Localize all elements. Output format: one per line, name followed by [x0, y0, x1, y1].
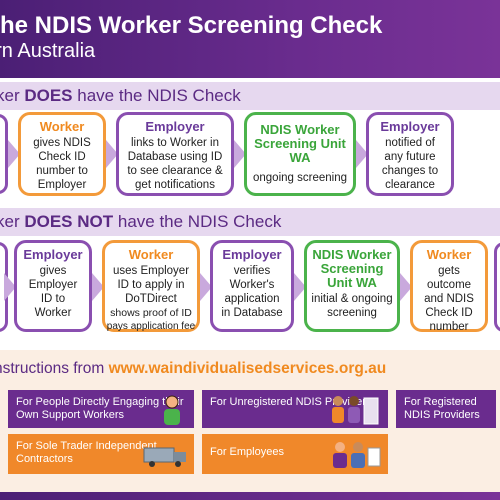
step-employer-gives-id: Employer gives Employer ID to Worker	[14, 240, 92, 332]
people-group-icon	[332, 396, 379, 425]
tile-people-directly-engaging[interactable]: For People Directly Engaging their Own S…	[8, 390, 194, 428]
step-employer-verifies: Employer verifies Worker's application i…	[210, 240, 294, 332]
flow-arrow	[8, 140, 20, 168]
tile-unregistered-providers[interactable]: For Unregistered NDIS Providers	[202, 390, 388, 428]
page-title: the NDIS Worker Screening Check	[0, 12, 383, 39]
flow-arrow	[200, 273, 212, 301]
person-icon	[164, 395, 180, 425]
instructions-url[interactable]: www.waindividualisedservices.org.au	[108, 360, 387, 377]
flow-arrow	[4, 273, 16, 301]
flow-arrow	[294, 273, 306, 301]
flow-arrow	[92, 273, 104, 301]
step-employer-notified: Employer notified of any future changes …	[366, 112, 454, 196]
flow-arrow	[400, 273, 412, 301]
flow-arrow	[106, 140, 118, 168]
flow-arrow	[356, 140, 368, 168]
van-icon	[143, 447, 186, 467]
header: the NDIS Worker Screening Check ern Aust…	[0, 0, 500, 78]
step-worker-gets-outcome: Worker gets outcome and NDIS Check ID nu…	[410, 240, 488, 333]
employees-icon	[333, 442, 381, 468]
banner-does-not-bold: DOES NOT	[24, 212, 114, 231]
banner-does: ker DOES have the NDIS Check	[0, 82, 500, 110]
banner-does-not-prefix: ker	[0, 212, 20, 231]
step-worker-applies: Worker uses Employer ID to apply in DoTD…	[102, 240, 200, 332]
step-employer-links: Employer links to Worker in Database usi…	[116, 112, 234, 196]
page-subtitle: ern Australia	[0, 40, 96, 62]
banner-does-bold: DOES	[24, 86, 73, 105]
flow-arrow	[234, 140, 246, 168]
footer-bar	[0, 492, 500, 500]
instructions-prefix: nstructions from	[0, 360, 109, 377]
step-screening-unit-initial: NDIS Worker Screening Unit WA initial & …	[304, 240, 400, 332]
partial-box-left-1	[0, 114, 8, 194]
tile-employees[interactable]: For Employees	[202, 434, 388, 474]
step-worker-gives-id: Worker gives NDIS Check ID number to Emp…	[18, 112, 106, 196]
banner-does-not-suffix: have the NDIS Check	[113, 212, 282, 231]
partial-box-right	[494, 242, 500, 332]
banner-does-prefix: ker	[0, 86, 20, 105]
step-screening-unit: NDIS Worker Screening Unit WA ongoing sc…	[244, 112, 356, 196]
banner-does-suffix: have the NDIS Check	[72, 86, 241, 105]
tile-sole-trader[interactable]: For Sole Trader Independent Contractors	[8, 434, 194, 474]
banner-does-not: ker DOES NOT have the NDIS Check	[0, 208, 500, 236]
tile-registered-providers[interactable]: For Registered NDIS Providers	[396, 390, 496, 428]
